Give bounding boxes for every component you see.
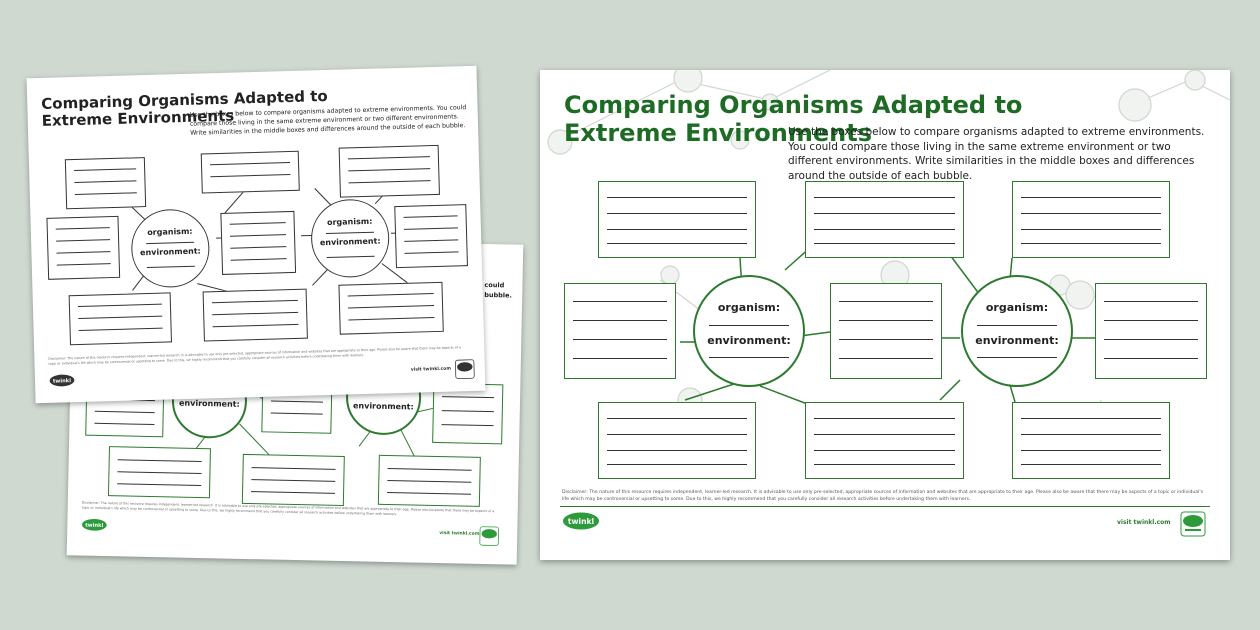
answer-box[interactable] [805, 402, 964, 479]
twinkl-logo-icon: twinkl [81, 518, 107, 531]
disclaimer: Disclaimer: The nature of this resource … [562, 490, 1204, 502]
environment-label: environment: [319, 236, 381, 248]
svg-text:twinkl: twinkl [568, 517, 594, 526]
answer-box[interactable] [830, 283, 942, 379]
comparison-bubble-left: organism: environment: [693, 275, 805, 387]
comparison-bubble-right: organism: environment: [961, 275, 1073, 387]
environment-label: environment: [352, 401, 414, 412]
answer-box[interactable] [1012, 402, 1170, 479]
answer-box[interactable] [598, 402, 756, 479]
quality-standard-badge-icon [479, 526, 499, 546]
answer-box[interactable] [202, 288, 308, 342]
answer-box[interactable] [46, 215, 121, 280]
answer-box[interactable] [200, 150, 300, 194]
fragment-text: bubble. [484, 291, 513, 300]
quality-standard-badge-icon [1180, 511, 1206, 537]
visit-link[interactable]: visit twinkl.com [439, 531, 480, 537]
environment-label: environment: [139, 246, 201, 258]
answer-box[interactable] [64, 157, 147, 210]
visit-link[interactable]: visit twinkl.com [1117, 519, 1171, 526]
worksheet-preview-back: environment: organism: environment: coul… [66, 235, 524, 565]
answer-box[interactable] [220, 210, 297, 275]
svg-text:twinkl: twinkl [85, 523, 103, 529]
answer-box[interactable] [564, 283, 676, 379]
answer-box[interactable] [598, 181, 756, 258]
worksheet-preview-bw: Comparing Organisms Adapted to Extreme E… [26, 65, 486, 404]
answer-box[interactable] [338, 144, 440, 198]
answer-box[interactable] [1095, 283, 1207, 379]
answer-box[interactable] [377, 454, 481, 507]
cut-off-instructions: could bubble. [484, 280, 512, 301]
worksheet-title: Comparing Organisms Adapted to Extreme E… [564, 91, 1023, 147]
environment-label: environment: [975, 334, 1059, 347]
organism-label: organism: [326, 216, 373, 228]
answer-box[interactable] [394, 204, 468, 269]
twinkl-logo-icon: twinkl [562, 512, 600, 530]
answer-box[interactable] [107, 446, 211, 499]
fragment-text: could [484, 280, 505, 290]
quality-standard-badge-icon [455, 359, 475, 380]
svg-text:twinkl: twinkl [53, 378, 71, 385]
answer-box[interactable] [241, 453, 345, 507]
answer-box[interactable] [1012, 181, 1170, 258]
answer-box[interactable] [68, 292, 172, 346]
twinkl-logo-icon: twinkl [49, 374, 75, 387]
worksheet-main: Comparing Organisms Adapted to Extreme E… [540, 70, 1230, 560]
organism-label: organism: [717, 301, 781, 314]
worksheet-instructions: Use the boxes below to compare organisms… [788, 126, 1205, 183]
answer-box[interactable] [338, 281, 444, 335]
organism-label: organism: [147, 226, 193, 238]
organism-label: organism: [985, 301, 1049, 314]
environment-label: environment: [178, 398, 240, 409]
answer-box[interactable] [432, 382, 504, 445]
environment-label: environment: [707, 334, 791, 347]
answer-box[interactable] [805, 181, 964, 258]
footer-divider [560, 506, 1210, 507]
